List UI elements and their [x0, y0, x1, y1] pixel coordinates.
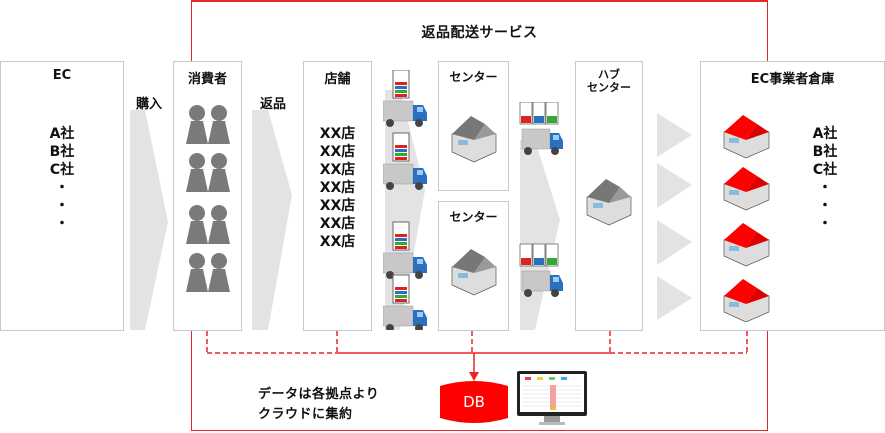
purchase-label: 購入	[136, 97, 163, 112]
data-note-line2: クラウドに集約	[258, 407, 353, 422]
purchase-arrow	[130, 110, 168, 330]
db-label: DB	[463, 393, 485, 411]
warehouse-company: A社	[812, 126, 838, 142]
store-item: XX店	[319, 126, 356, 142]
hub-label-line2: センター	[587, 81, 631, 94]
ec-company: A社	[49, 126, 75, 142]
consumer-icons	[186, 105, 230, 292]
center-label: センター	[449, 210, 498, 224]
people-icon	[186, 105, 230, 144]
hub-center-box: ハブ センター	[575, 61, 643, 331]
store-list: XX店 XX店 XX店 XX店 XX店 XX店 XX店	[304, 125, 371, 251]
db-arrow-head	[469, 372, 479, 381]
warehouse-icon	[451, 249, 497, 296]
people-icon	[186, 205, 230, 244]
consumers-label: 消費者	[187, 72, 227, 87]
hub-label-line1: ハブ	[598, 68, 620, 81]
hub-to-warehouse-arrow-3	[657, 220, 692, 265]
hub-to-warehouse-arrow-1	[657, 113, 692, 157]
hub-to-warehouse-arrow-4	[657, 276, 692, 320]
ellipsis-dot: ・	[55, 216, 69, 232]
ellipsis-dot: ・	[55, 180, 69, 196]
center-box-2: センター	[438, 201, 509, 331]
ec-company: B社	[49, 144, 75, 160]
store-item: XX店	[319, 144, 356, 160]
data-note: データは各拠点より クラウドに集約	[258, 385, 379, 425]
people-icon	[186, 253, 230, 292]
consumers-box: 消費者	[173, 61, 242, 331]
warehouse-icon	[586, 179, 632, 226]
ec-company-list: A社 B社 C社 ・ ・ ・	[1, 125, 123, 233]
diagram-title: 返品配送サービス	[421, 25, 538, 41]
ellipsis-dot: ・	[818, 180, 832, 196]
ec-company: C社	[49, 162, 75, 178]
center-label: センター	[449, 70, 498, 84]
data-note-line1: データは各拠点より	[258, 387, 380, 402]
store-item: XX店	[319, 198, 356, 214]
database-icon	[440, 381, 508, 423]
ec-warehouse-label: EC事業者倉庫	[750, 72, 835, 87]
hub-to-warehouse-arrow-2	[657, 163, 692, 208]
ellipsis-dot: ・	[818, 198, 832, 214]
warehouse-company: B社	[812, 144, 838, 160]
store-item: XX店	[319, 162, 356, 178]
hub-label: ハブ センター	[576, 68, 642, 94]
store-item: XX店	[319, 180, 356, 196]
stores-label: 店舗	[324, 72, 351, 87]
people-icon	[186, 153, 230, 192]
ellipsis-dot: ・	[818, 216, 832, 232]
return-label: 返品	[260, 97, 287, 112]
return-arrow	[252, 110, 292, 330]
center-box-1: センター	[438, 61, 509, 191]
warehouse-company: C社	[812, 162, 838, 178]
store-item: XX店	[319, 234, 356, 250]
ellipsis-dot: ・	[55, 198, 69, 214]
warehouse-icon	[451, 116, 497, 163]
ec-label: EC	[52, 68, 72, 83]
database: DB	[440, 380, 508, 424]
monitor-icon	[517, 371, 587, 425]
ec-box: EC A社 B社 C社 ・ ・ ・	[0, 61, 124, 331]
warehouse-company-list: A社 B社 C社 ・ ・ ・	[801, 125, 849, 233]
stores-box: 店舗 XX店 XX店 XX店 XX店 XX店 XX店 XX店	[303, 61, 372, 331]
store-item: XX店	[319, 216, 356, 232]
